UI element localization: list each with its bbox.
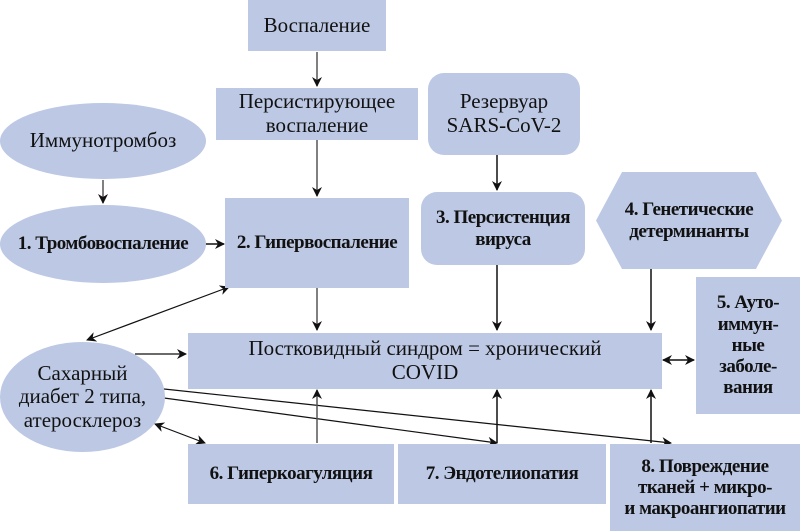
- node-label: 8. Повреждение тканей + микро- и макроан…: [624, 455, 786, 520]
- node-hypercoagulation: 6. Гиперкоагуляция: [188, 444, 394, 504]
- node-label: Постковидный синдром = хронический COVID: [248, 336, 602, 384]
- node-label: 3. Персистенция вируса: [436, 207, 570, 250]
- node-diabetes-atherosclerosis: Сахарный диабет 2 типа, атеросклероз: [0, 342, 165, 452]
- node-genetic-determinants: 4. Генетические детерминанты: [596, 172, 782, 269]
- node-sars-cov-2-reservoir: Резервуар SARS-CoV-2: [428, 73, 580, 155]
- node-tissue-damage-angiopathy: 8. Повреждение тканей + микро- и макроан…: [610, 444, 800, 531]
- node-thromboinflammation: 1. Тромбовоспаление: [0, 205, 206, 283]
- node-hyperinflammation: 2. Гипервоспаление: [225, 198, 409, 288]
- node-label: 1. Тромбовоспаление: [17, 233, 189, 255]
- node-label: 7. Эндотелиопатия: [425, 463, 579, 485]
- node-viral-persistence: 3. Персистенция вируса: [421, 192, 585, 265]
- node-label: 4. Генетические детерминанты: [624, 199, 754, 242]
- node-label: Резервуар SARS-CoV-2: [446, 89, 562, 137]
- node-persistent-inflammation: Персистирующее воспаление: [216, 88, 418, 140]
- node-label: Воспаление: [263, 12, 371, 37]
- node-label: 5. Ауто- иммун- ные заболе- вания: [716, 292, 780, 399]
- node-immunothrombosis: Иммунотромбоз: [0, 103, 206, 179]
- node-label: 6. Гиперкоагуляция: [209, 463, 373, 485]
- node-endotheliopathy: 7. Эндотелиопатия: [398, 444, 606, 504]
- node-inflammation: Воспаление: [248, 0, 386, 51]
- arrow-diabetes-to-tissue-damage: [163, 388, 672, 448]
- arrow-diabetes-to-endotheliopathy: [163, 397, 498, 447]
- node-autoimmune-diseases: 5. Ауто- иммун- ные заболе- вания: [696, 277, 800, 414]
- node-label: 2. Гипервоспаление: [236, 232, 398, 254]
- node-label: Персистирующее воспаление: [238, 89, 396, 137]
- node-label: Сахарный диабет 2 типа, атеросклероз: [18, 360, 147, 432]
- arrow-diabetes-hypercoagulation-bidirectional: [154, 422, 206, 445]
- node-label: Иммунотромбоз: [29, 128, 177, 153]
- node-post-covid-syndrome: Постковидный синдром = хронический COVID: [188, 333, 662, 389]
